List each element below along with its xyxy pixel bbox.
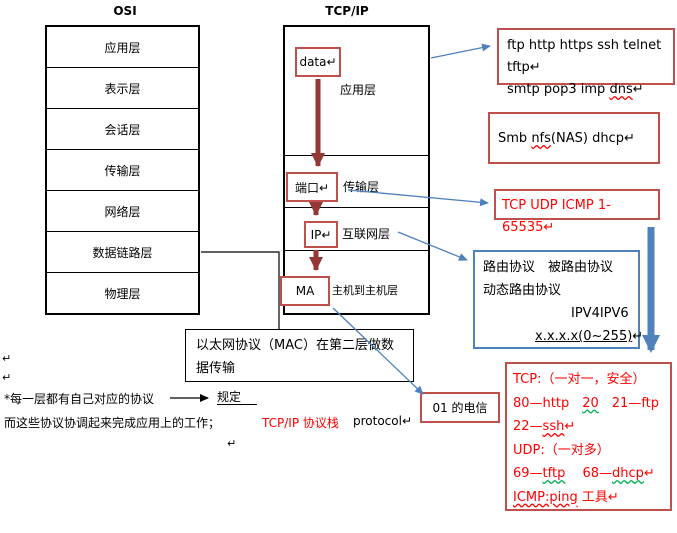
osi-layer-table: 应用层 表示层 会话层 传输层 网络层 数据链路层 物理层 (45, 25, 200, 315)
routing-box: 路由协议 被路由协议 动态路由协议 IPV4IPV6 x.x.x.x(0~255… (473, 250, 644, 349)
osi-layer-presentation: 表示层 (47, 68, 198, 109)
ports-line3: 22—ssh↵ (513, 419, 576, 434)
nfs-spellcheck: nfs (531, 131, 551, 146)
ports-line4: UDP:（一对多） (513, 442, 610, 458)
osi-layer-network: 网络层 (47, 191, 198, 232)
osi-layer-session: 会话层 (47, 109, 198, 150)
tcpip-host-layer-label: 主机到主机层 (332, 284, 398, 297)
ports-summary-box: TCP:（一对一，安全） 80—http 20 21—ftp 22—ssh↵ U… (505, 362, 672, 511)
ip-box: IP↵ (304, 221, 338, 248)
dns-spellcheck: dns (609, 82, 633, 97)
app-protocols-box: ftp http https ssh telnet tftp↵ smtp pop… (497, 28, 675, 97)
tcpip-divider-3 (285, 250, 428, 251)
ssh-spellcheck: ssh (542, 419, 565, 434)
routing-line1: 路由协议 被路由协议 (483, 260, 614, 275)
note-tcpip-stack: TCP/IP 协议栈 (262, 416, 339, 430)
app-protocols-line1: ftp http https ssh telnet tftp↵ (507, 38, 662, 75)
port-box: 端口↵ (286, 172, 338, 202)
ports-line5: 69—tftp 68—dhcp↵ (513, 466, 655, 481)
smb-box: Smb nfs(NAS) dhcp↵ (488, 112, 660, 164)
return-mark: ↵ (227, 437, 237, 450)
icmp-ping-spellcheck: ICMP:ping (513, 489, 578, 505)
osi-layer-application: 应用层 (47, 27, 198, 68)
ports-line6: ICMP:ping 工具↵ (513, 489, 619, 505)
tcpip-transport-layer-label: 传输层 (343, 180, 380, 194)
line-datalink-to-ethernet (201, 251, 280, 329)
note-protocol-word: protocol↵ (353, 414, 413, 428)
routing-line4: x.x.x.x(0~255)↵ (535, 329, 644, 344)
note-protocols-cooperate: 而这些协议协调起来完成应用上的工作； (4, 416, 221, 430)
tcpip-divider-2 (285, 207, 428, 208)
tcpip-app-layer-label: 应用层 (340, 83, 377, 97)
routing-line3: IPV4IPV6 (571, 306, 629, 321)
ports-line2: 80—http 20 21—ftp (513, 395, 660, 411)
return-mark: ↵ (2, 371, 12, 384)
tcpip-divider-1 (285, 155, 428, 156)
dhcp-spellcheck: dhcp (612, 466, 644, 481)
app-protocols-line2: smtp pop3 imp dns↵ (507, 82, 644, 97)
routing-line2: 动态路由协议 (483, 283, 562, 298)
ma-box: MA (280, 276, 330, 306)
ethernet-note-box: 以太网协议（MAC）在第二层做数据传输 (185, 329, 414, 382)
tftp-spellcheck: tftp (542, 466, 566, 481)
data-box: data↵ (295, 47, 341, 77)
tcpip-header: TCP/IP (325, 4, 369, 18)
osi-layer-datalink: 数据链路层 (47, 232, 198, 273)
osi-layer-physical: 物理层 (104, 286, 141, 301)
telecom-box: 01 的电信 (420, 392, 500, 423)
arrow-applayer-to-protocols (430, 43, 491, 59)
osi-layer-transport: 传输层 (47, 150, 198, 191)
return-mark: ↵ (2, 352, 12, 365)
note-every-layer: *每一层都有自己对应的协议 (4, 392, 155, 406)
tcp-udp-icmp-box: TCP UDP ICMP 1-65535↵ (494, 189, 660, 235)
osi-header: OSI (113, 4, 137, 18)
ports-line1: TCP:（一对一，安全） (513, 372, 646, 387)
tcpip-internet-layer-label: 互联网层 (342, 227, 391, 241)
port20-grammarcheck: 20 (582, 395, 599, 411)
note-guiding: 规定 (217, 388, 258, 405)
